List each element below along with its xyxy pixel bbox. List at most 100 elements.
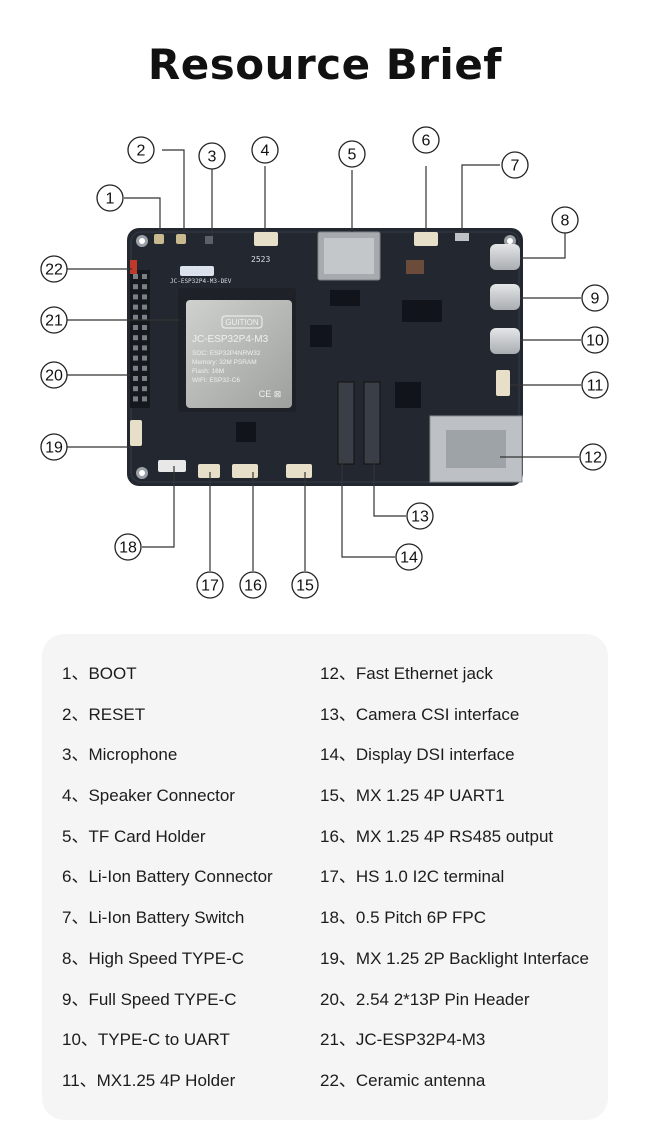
header-pin <box>133 355 138 361</box>
fpc-6p-connector <box>158 460 186 472</box>
header-pin <box>133 284 138 290</box>
callout-number: 21 <box>45 313 63 330</box>
backlight-connector <box>130 420 142 446</box>
header-pin <box>142 335 147 341</box>
callout-number: 9 <box>591 291 600 308</box>
callout-11: 11 <box>581 371 609 399</box>
legend-item: 9、Full Speed TYPE-C <box>62 989 237 1009</box>
legend-item: 14、Display DSI interface <box>320 745 515 765</box>
legend-item: 2、RESET <box>62 704 146 724</box>
leader-lines <box>66 149 581 571</box>
legend-item: 1、BOOT <box>62 664 137 683</box>
callout-number: 16 <box>244 578 262 595</box>
legend-item: 18、0.5 Pitch 6P FPC <box>320 908 486 928</box>
board-figure: GUITION JC-ESP32P4-M3-DEV 2523 GUITION J… <box>0 120 650 610</box>
microphone <box>205 236 213 244</box>
callout-16: 16 <box>239 571 267 599</box>
legend-item: 8、High Speed TYPE-C <box>62 948 245 968</box>
callout-6: 6 <box>412 126 440 154</box>
header-pin <box>133 396 138 402</box>
legend-item: 11、MX1.25 4P Holder <box>62 1070 236 1090</box>
callout-19: 19 <box>40 433 68 461</box>
header-pin <box>133 304 138 310</box>
legend-item: 22、Ceramic antenna <box>320 1070 486 1090</box>
callout-number: 3 <box>208 149 217 166</box>
callout-13: 13 <box>406 502 434 530</box>
module-spec-wifi: WIFI: ESP32-C6 <box>192 377 240 384</box>
callout-17: 17 <box>196 571 224 599</box>
legend-item: 15、MX 1.25 4P UART1 <box>320 786 505 806</box>
legend-item: 6、Li-Ion Battery Connector <box>62 867 273 887</box>
header-pin <box>142 376 147 381</box>
rs485-connector <box>232 464 258 478</box>
header-pin <box>133 365 138 371</box>
page-title: Resource Brief <box>147 40 503 89</box>
header-pin <box>142 304 147 310</box>
legend-item: 17、HS 1.0 I2C terminal <box>320 867 505 887</box>
callout-3: 3 <box>198 142 226 170</box>
callout-9: 9 <box>581 284 609 312</box>
callout-2: 2 <box>127 136 155 164</box>
module-spec-soc: SOC: ESP32P4NRW32 <box>192 350 261 357</box>
battery-connector <box>414 232 438 246</box>
header-pin <box>142 396 147 402</box>
callout-12: 12 <box>579 443 607 471</box>
ceramic-antenna <box>130 260 137 274</box>
mx125-4p-holder <box>496 370 510 396</box>
display-dsi-connector <box>337 381 355 465</box>
legend-item: 21、JC-ESP32P4-M3 <box>320 1030 486 1050</box>
legend-item: 7、Li-Ion Battery Switch <box>62 908 245 928</box>
callout-20: 20 <box>40 361 68 389</box>
callout-number: 20 <box>45 368 63 385</box>
header-pin <box>133 325 138 330</box>
callout-5: 5 <box>338 140 366 168</box>
usb-c-uart <box>490 328 520 354</box>
callout-number: 14 <box>400 550 418 567</box>
silkscreen: GUITION JC-ESP32P4-M3-DEV 2523 <box>170 255 270 285</box>
callout-number: 8 <box>561 213 570 230</box>
legend-column-right: 12、Fast Ethernet jack 13、Camera CSI inter… <box>320 664 605 1112</box>
legend-item: 13、Camera CSI interface <box>320 704 520 724</box>
legend-column-left: 1、BOOT 2、RESET 3、Microphone 4、Speaker Conne… <box>62 664 312 1112</box>
reset-button <box>176 234 186 244</box>
callout-15: 15 <box>291 571 319 599</box>
callout-number: 17 <box>201 578 219 595</box>
callout-number: 5 <box>348 147 357 164</box>
callout-number: 19 <box>45 440 63 457</box>
legend-item: 12、Fast Ethernet jack <box>320 664 493 683</box>
callout-8: 8 <box>551 206 579 234</box>
header-pin <box>142 294 147 300</box>
callout-21: 21 <box>40 306 68 334</box>
callout-number: 18 <box>119 540 137 557</box>
callout-number: 1 <box>106 191 115 208</box>
battery-switch <box>455 233 469 241</box>
module-spec-memory: Memory: 32M PSRAM <box>192 359 257 366</box>
module-spec-flash: Flash: 16M <box>192 368 224 375</box>
legend-item: 3、Microphone <box>62 745 178 765</box>
misc-components <box>236 260 442 442</box>
module-marks: CE ⊠ <box>259 389 282 399</box>
legend-item: 5、TF Card Holder <box>62 826 206 846</box>
header-pin <box>133 274 138 279</box>
callout-number: 12 <box>584 450 602 467</box>
callout-number: 15 <box>296 578 314 595</box>
speaker-connector <box>254 232 278 246</box>
silk-brand: GUITION <box>182 268 212 276</box>
legend-item: 19、MX 1.25 2P Backlight Interface <box>320 948 590 968</box>
legend-item: 4、Speaker Connector <box>62 786 235 806</box>
callout-number: 13 <box>411 509 429 526</box>
boot-button <box>154 234 164 244</box>
module-brand: GUITION <box>225 318 259 327</box>
ethernet-jack <box>429 415 523 483</box>
silk-model: JC-ESP32P4-M3-DEV <box>170 278 232 285</box>
callout-14: 14 <box>395 543 423 571</box>
board-diagram: GUITION JC-ESP32P4-M3-DEV 2523 GUITION J… <box>40 126 609 599</box>
silk-code: 2523 <box>251 255 270 264</box>
header-pin <box>142 355 147 361</box>
module-model: JC-ESP32P4-M3 <box>192 334 269 345</box>
legend-item: 20、2.54 2*13P Pin Header <box>320 989 530 1009</box>
callout-4: 4 <box>251 136 279 164</box>
i2c-terminal <box>198 464 220 478</box>
callout-10: 10 <box>581 326 609 354</box>
